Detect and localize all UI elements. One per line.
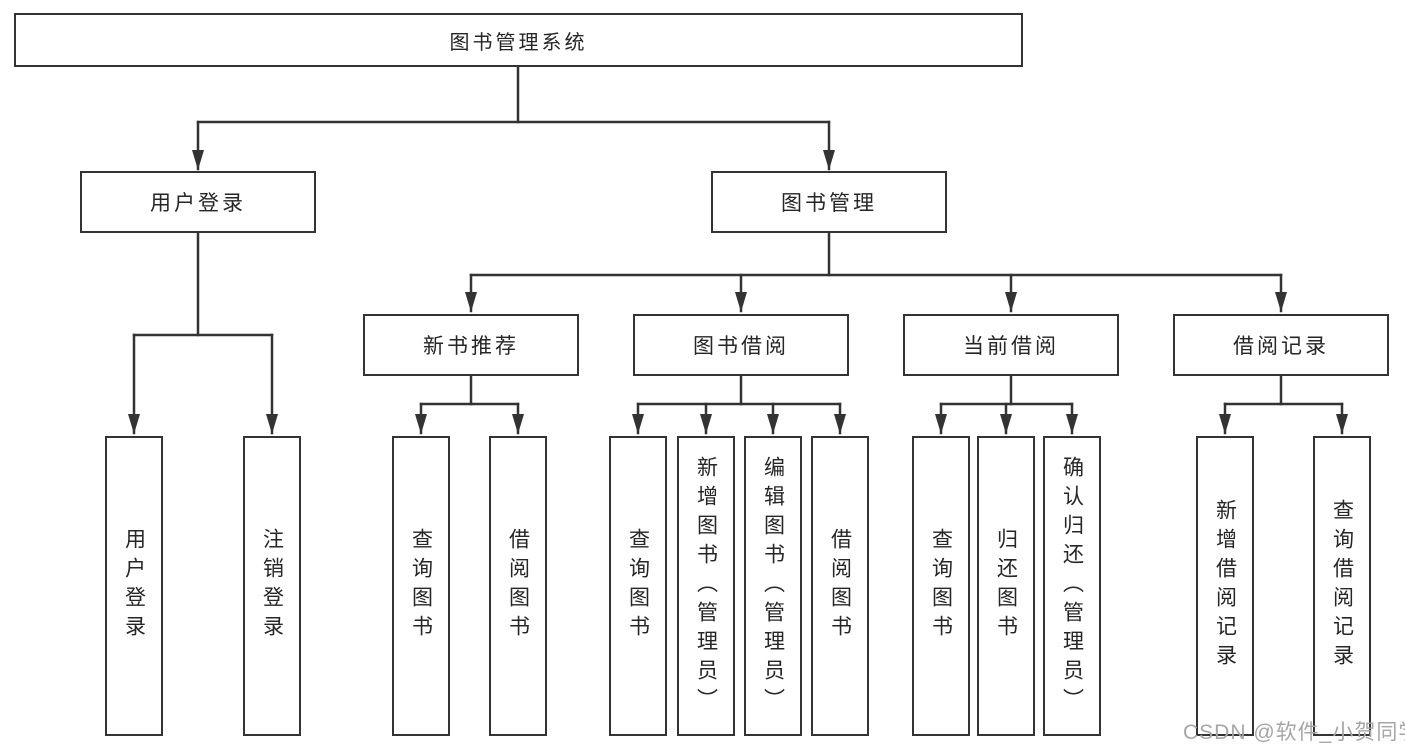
node-label: 编辑图书（管理员）	[761, 455, 785, 717]
node-label: 图书管理系统	[449, 31, 588, 54]
node-label: 新书推荐	[423, 335, 519, 358]
leaf-current-query-books: 查询图书	[912, 436, 970, 736]
leaf-borrowing-borrow-books: 借阅图书	[811, 436, 869, 736]
watermark: CSDN @软件_小贺同学	[1183, 721, 1405, 744]
leaf-current-confirm-return-admin: 确认归还（管理员）	[1043, 436, 1101, 736]
node-label: 图书借阅	[693, 335, 789, 358]
node-book-management: 图书管理	[711, 171, 947, 233]
node-label: 借阅图书	[828, 528, 852, 644]
leaf-borrowing-query-books: 查询图书	[609, 436, 667, 736]
node-label: 归还图书	[994, 528, 1018, 644]
node-label: 确认归还（管理员）	[1060, 455, 1084, 717]
node-new-book-recommend: 新书推荐	[363, 314, 579, 376]
node-book-borrowing: 图书借阅	[633, 314, 849, 376]
node-borrow-records: 借阅记录	[1173, 314, 1389, 376]
node-label: 借阅记录	[1233, 335, 1329, 358]
leaf-current-return-books: 归还图书	[977, 436, 1035, 736]
leaf-recommend-query-books: 查询图书	[392, 436, 450, 736]
node-label: 用户登录	[122, 528, 146, 644]
leaf-logout-login: 注销登录	[243, 436, 301, 736]
node-label: 当前借阅	[963, 335, 1059, 358]
leaf-borrowing-add-books-admin: 新增图书（管理员）	[677, 436, 735, 736]
node-label: 新增借阅记录	[1213, 499, 1237, 673]
node-root: 图书管理系统	[14, 13, 1023, 67]
node-label: 查询图书	[626, 528, 650, 644]
node-label: 查询图书	[929, 528, 953, 644]
node-label: 图书管理	[781, 192, 877, 215]
node-label: 借阅图书	[506, 528, 530, 644]
leaf-recommend-borrow-books: 借阅图书	[489, 436, 547, 736]
leaf-records-add-record: 新增借阅记录	[1196, 436, 1254, 736]
node-label: 用户登录	[150, 192, 246, 215]
node-label: 查询图书	[409, 528, 433, 644]
node-label: 查询借阅记录	[1330, 499, 1354, 673]
leaf-borrowing-edit-books-admin: 编辑图书（管理员）	[744, 436, 802, 736]
leaf-records-query-record: 查询借阅记录	[1313, 436, 1371, 736]
node-label: 注销登录	[260, 528, 284, 644]
leaf-user-login: 用户登录	[105, 436, 163, 736]
node-user-login: 用户登录	[80, 171, 316, 233]
node-label: 新增图书（管理员）	[694, 455, 718, 717]
node-current-borrowing: 当前借阅	[903, 314, 1119, 376]
